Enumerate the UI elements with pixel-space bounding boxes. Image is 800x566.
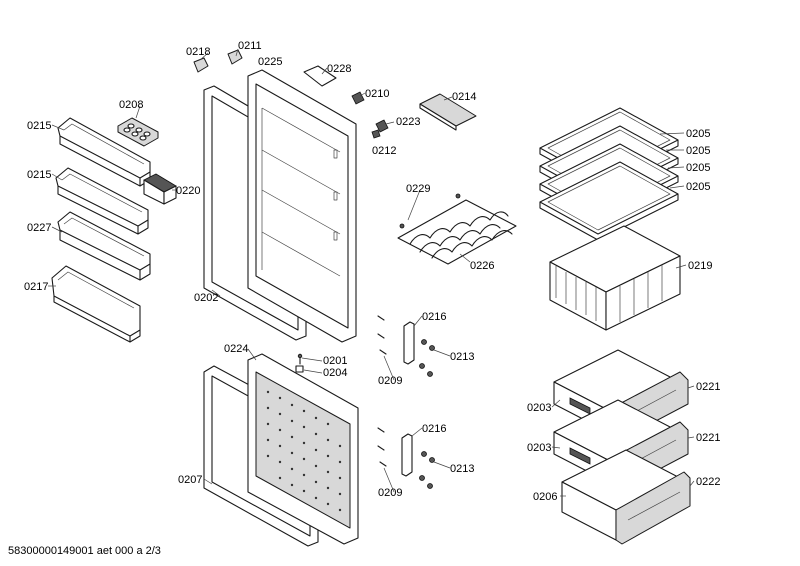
label-0218: 0218	[186, 46, 210, 58]
door-shelf-0227	[57, 211, 151, 281]
freezer-door-dimples	[266, 390, 342, 512]
door-shelf-0215-upper	[57, 117, 151, 187]
screws-0209-upper	[377, 315, 387, 355]
leader-lines	[48, 48, 695, 497]
label-0220: 0220	[176, 185, 200, 197]
part-labels: 0218 0211 0225 0228 0210 0214 0208 0215 …	[24, 40, 720, 503]
label-plate-0228	[303, 65, 337, 87]
label-0209-upper: 0209	[378, 375, 402, 387]
screw-0229	[399, 193, 461, 229]
label-0215-upper: 0215	[27, 120, 51, 132]
label-0206: 0206	[533, 491, 557, 503]
butter-dish-0220	[143, 173, 177, 205]
hinge-pin-0218	[193, 57, 209, 73]
hinge-cover-0211	[227, 49, 243, 65]
label-0205-4: 0205	[686, 181, 710, 193]
bottle-rack-0226	[397, 199, 517, 265]
label-0209-lower: 0209	[378, 487, 402, 499]
label-0203-upper: 0203	[527, 402, 551, 414]
fridge-door-0225	[247, 69, 357, 343]
label-0229: 0229	[406, 183, 430, 195]
label-0214: 0214	[452, 91, 476, 103]
screws-0213-lower	[419, 451, 435, 489]
label-0216-lower: 0216	[422, 423, 446, 435]
label-0211: 0211	[238, 40, 262, 52]
label-0217: 0217	[24, 281, 48, 293]
screws-0213-upper	[419, 339, 435, 377]
label-0205-3: 0205	[686, 162, 710, 174]
door-shelf-0215-lower	[55, 167, 149, 235]
label-0215-lower: 0215	[27, 169, 51, 181]
label-0225: 0225	[258, 56, 282, 68]
label-0210: 0210	[365, 88, 389, 100]
label-0227: 0227	[27, 222, 51, 234]
label-0204: 0204	[323, 367, 347, 379]
label-0223: 0223	[396, 116, 420, 128]
freezer-drawer-0206	[561, 449, 691, 545]
label-0222: 0222	[696, 476, 720, 488]
label-0212: 0212	[372, 145, 396, 157]
cap-0204	[295, 365, 304, 373]
crisper-box-0219	[549, 225, 681, 331]
handle-0216-lower	[401, 433, 413, 477]
clip-0223-0212	[371, 119, 389, 139]
label-0213-upper: 0213	[450, 351, 474, 363]
drawing-reference: 58300000149001 aet 000 a 2/3	[8, 545, 161, 557]
label-0205-2: 0205	[686, 145, 710, 157]
label-0203-lower: 0203	[527, 442, 551, 454]
label-0221-upper: 0221	[696, 381, 720, 393]
label-0221-lower: 0221	[696, 432, 720, 444]
label-0213-lower: 0213	[450, 463, 474, 475]
label-0202: 0202	[194, 292, 218, 304]
clip-0210	[351, 91, 365, 105]
label-0208: 0208	[119, 99, 143, 111]
freezer-door-0224	[247, 353, 359, 545]
screws-0209-lower	[377, 427, 387, 467]
label-0219: 0219	[688, 260, 712, 272]
handle-0216-upper	[403, 321, 415, 365]
label-0226: 0226	[470, 260, 494, 272]
label-0205-1: 0205	[686, 128, 710, 140]
label-0207: 0207	[178, 474, 202, 486]
label-0224: 0224	[224, 343, 248, 355]
door-shelf-0217	[51, 265, 141, 343]
label-0228: 0228	[327, 63, 351, 75]
ice-tray-0214	[419, 93, 477, 131]
screw-0201	[297, 353, 303, 365]
label-0201: 0201	[323, 355, 347, 367]
egg-tray-0208	[117, 117, 159, 147]
label-0216-upper: 0216	[422, 311, 446, 323]
